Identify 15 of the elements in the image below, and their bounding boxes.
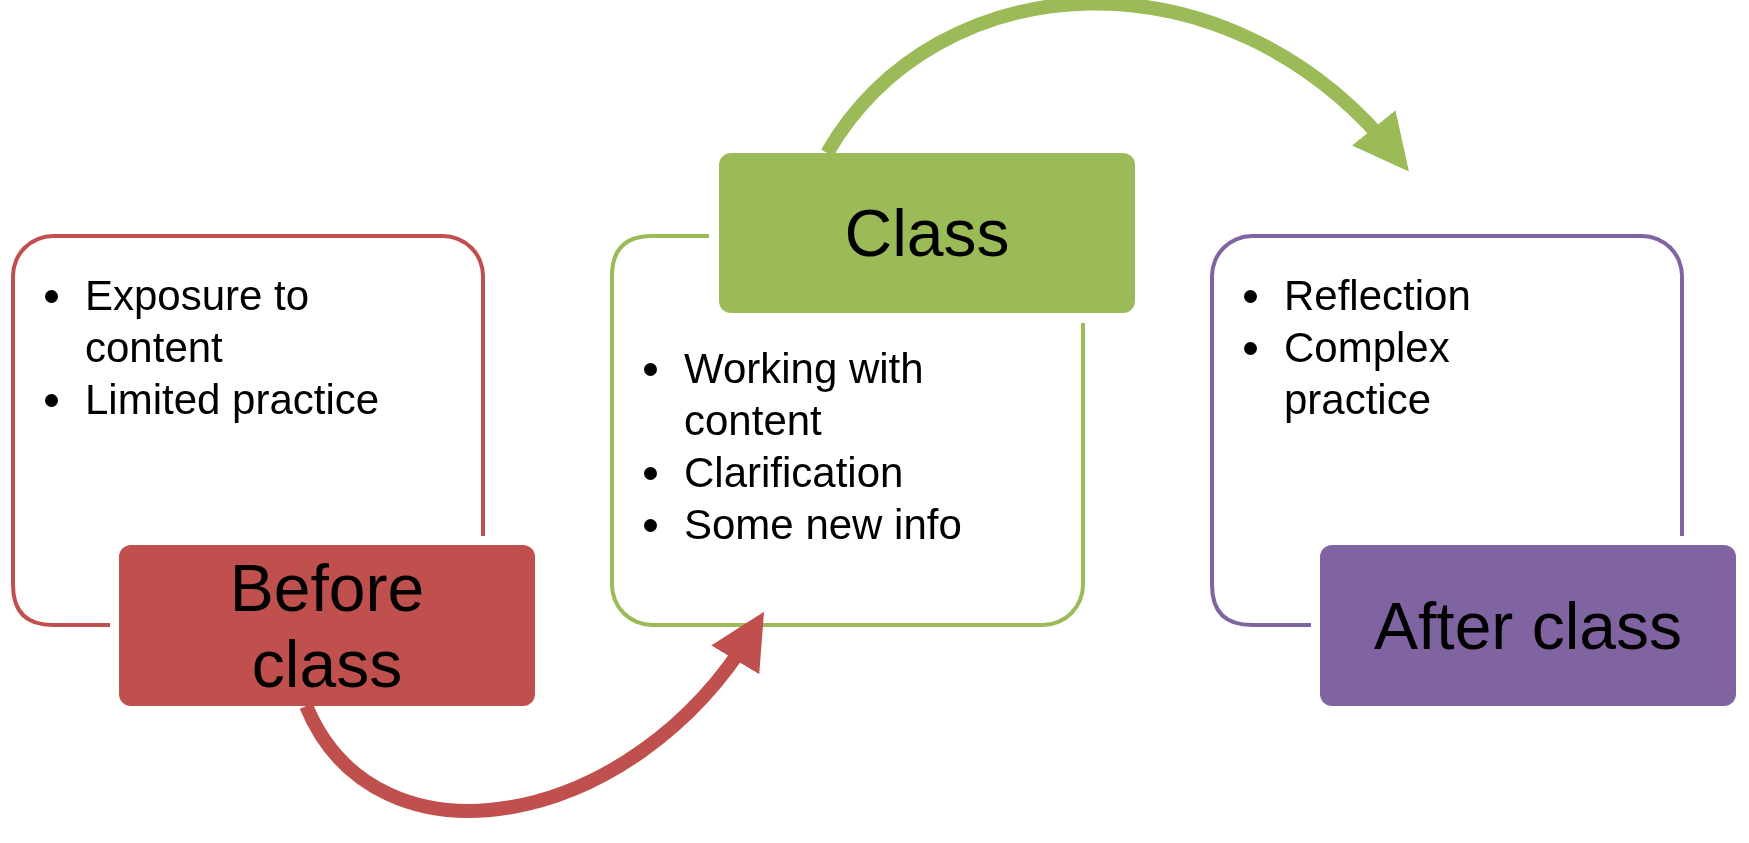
stage-card [610,323,1085,627]
stage-card [11,234,485,536]
bullet-item: Reflection [1222,270,1552,322]
bullet-item: Exposure to content [23,270,435,374]
curved-arrow [821,0,1411,171]
bullet-item: Clarification [622,447,1034,499]
stage-title: Before class [228,549,426,702]
bullet-item: Complex practice [1222,322,1552,426]
stage-title: Class [844,195,1010,271]
stage-title: After class [1373,587,1683,664]
bullet-item: Working with content [622,343,1034,447]
bullet-item: Some new info [622,499,1034,551]
stage-card [1210,234,1684,536]
bullet-item: Limited practice [23,374,435,426]
curved-arrow [300,612,766,818]
